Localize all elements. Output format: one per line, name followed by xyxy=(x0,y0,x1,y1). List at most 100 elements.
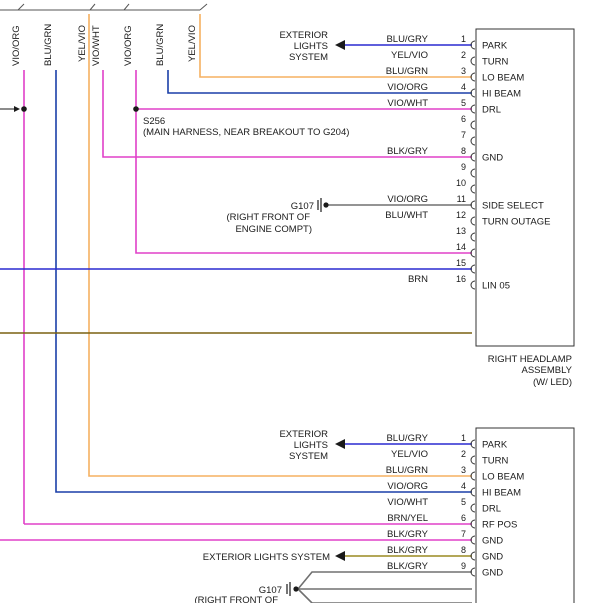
right-headlamp-title-2: ASSEMBLY xyxy=(521,365,572,376)
pin-function: GND xyxy=(482,536,503,547)
pin-terminal xyxy=(470,471,476,481)
wire-color-label: YEL/VIO xyxy=(391,50,428,61)
pin-number: 5 xyxy=(461,98,466,108)
left-arrow-icon xyxy=(14,106,20,112)
ext-lights-2-line1: EXTERIOR xyxy=(279,429,328,440)
pin-terminal xyxy=(470,216,476,226)
ground-upper-loc-1: (RIGHT FRONT OF xyxy=(226,212,310,223)
wire-color-label: BLK/GRY xyxy=(387,545,429,556)
pin-terminal xyxy=(470,152,476,162)
pin-terminal xyxy=(470,56,476,66)
pin-function: HI BEAM xyxy=(482,89,521,100)
ground-upper: G107 (RIGHT FRONT OF ENGINE COMPT) xyxy=(226,198,329,235)
wire-color-label: VIO/ORG xyxy=(387,82,428,93)
pin-number: 9 xyxy=(461,162,466,172)
pin-function: RF POS xyxy=(482,520,517,531)
pin-function: LO BEAM xyxy=(482,73,524,84)
pin-number: 1 xyxy=(461,34,466,44)
pin-terminal xyxy=(470,232,476,242)
pin-number: 11 xyxy=(457,194,466,204)
ground-upper-name: G107 xyxy=(291,201,314,212)
wire-color-label: BLU/WHT xyxy=(385,210,428,221)
wire-color-label: BLK/GRY xyxy=(387,561,429,572)
ground-icon xyxy=(317,198,322,212)
wire-color-label: BRN/YEL xyxy=(387,513,428,524)
right-headlamp-title-1: RIGHT HEADLAMP xyxy=(488,354,572,365)
pin-function: PARK xyxy=(482,41,508,52)
pin-number: 15 xyxy=(456,258,466,268)
splice-markers xyxy=(0,106,139,112)
pin-number: 7 xyxy=(461,130,466,140)
pin-terminal xyxy=(470,487,476,497)
wire-blu-grn-lo-beam xyxy=(167,70,472,94)
pin-number: 7 xyxy=(461,529,466,539)
top-label-6: BLU/GRN xyxy=(155,24,166,66)
wire-color-label: YEL/VIO xyxy=(391,449,428,460)
pin-terminal xyxy=(470,455,476,465)
pin-function: GND xyxy=(482,568,503,579)
ext-lights-1-line3: SYSTEM xyxy=(289,52,328,63)
pin-function: TURN xyxy=(482,57,509,68)
pin-terminal xyxy=(470,88,476,98)
right-headlamp-connector xyxy=(475,28,575,347)
top-label-2: BLU/GRN xyxy=(43,24,54,66)
ground-lower-loc-1: (RIGHT FRONT OF xyxy=(194,595,278,603)
pin-function: TURN OUTAGE xyxy=(482,217,550,228)
pin-function: GND xyxy=(482,552,503,563)
ground-upper-loc-2: ENGINE COMPT) xyxy=(235,224,312,235)
pin-number: 2 xyxy=(461,50,466,60)
pin-function: TURN xyxy=(482,456,509,467)
wire-left-blu-grn xyxy=(55,70,472,493)
pin-number: 16 xyxy=(456,274,466,284)
arrow-left-icon xyxy=(335,40,345,50)
splice-dot-left xyxy=(21,106,27,112)
top-label-1: VIO/ORG xyxy=(11,25,22,66)
pin-function: SIDE SELECT xyxy=(482,201,544,212)
wire-color-label: VIO/ORG xyxy=(387,194,428,205)
pin-terminal xyxy=(470,40,476,50)
wire-color-label: BLU/GRN xyxy=(386,465,428,476)
wire-color-label: BLK/GRY xyxy=(387,529,429,540)
exterior-lights-upper: EXTERIOR LIGHTS SYSTEM xyxy=(279,30,345,63)
wire-color-label: VIO/ORG xyxy=(387,481,428,492)
top-label-4: VIO/WHT xyxy=(91,25,102,66)
ext-lights-1-line2: LIGHTS xyxy=(294,41,328,52)
exterior-lights-rf-pos: EXTERIOR LIGHTS SYSTEM xyxy=(203,551,345,563)
pin-number: 8 xyxy=(461,146,466,156)
wire-color-label: BLU/GRY xyxy=(386,433,428,444)
wire-vio-wht-drl xyxy=(102,70,472,158)
pin-number: 5 xyxy=(461,497,466,507)
top-label-7: YEL/VIO xyxy=(187,25,198,62)
pin-terminal xyxy=(470,551,476,561)
pin-number: 4 xyxy=(461,82,466,92)
pin-terminal xyxy=(470,280,476,290)
pin-terminal xyxy=(470,519,476,529)
ext-lights-2-line2: LIGHTS xyxy=(294,440,328,451)
wire-left-yel-vio xyxy=(88,14,472,477)
wires xyxy=(0,14,472,603)
pin-number: 4 xyxy=(461,481,466,491)
ext-lights-1-line1: EXTERIOR xyxy=(279,30,328,41)
pin-number: 14 xyxy=(456,242,466,252)
splice-dot-s256 xyxy=(133,106,139,112)
pin-function: HI BEAM xyxy=(482,488,521,499)
pin-function: PARK xyxy=(482,440,508,451)
pin-function: LIN 05 xyxy=(482,281,510,292)
wire-color-label: BRN xyxy=(408,274,428,285)
pin-terminal xyxy=(470,104,476,114)
pin-number: 3 xyxy=(461,465,466,475)
wire-yel-vio-turn xyxy=(199,14,472,78)
arrow-left-icon xyxy=(335,439,345,449)
pin-terminal xyxy=(470,503,476,513)
pin-number: 2 xyxy=(461,449,466,459)
wire-color-label: BLU/GRN xyxy=(386,66,428,77)
pin-terminal xyxy=(470,248,476,258)
pin-terminal xyxy=(470,184,476,194)
arrow-left-icon xyxy=(335,551,345,561)
pin-terminal xyxy=(470,567,476,577)
wire-ground-lower-7 xyxy=(297,571,472,590)
ground-lower-name: G107 xyxy=(259,585,282,596)
pin-terminal xyxy=(470,535,476,545)
pin-number: 1 xyxy=(461,433,466,443)
